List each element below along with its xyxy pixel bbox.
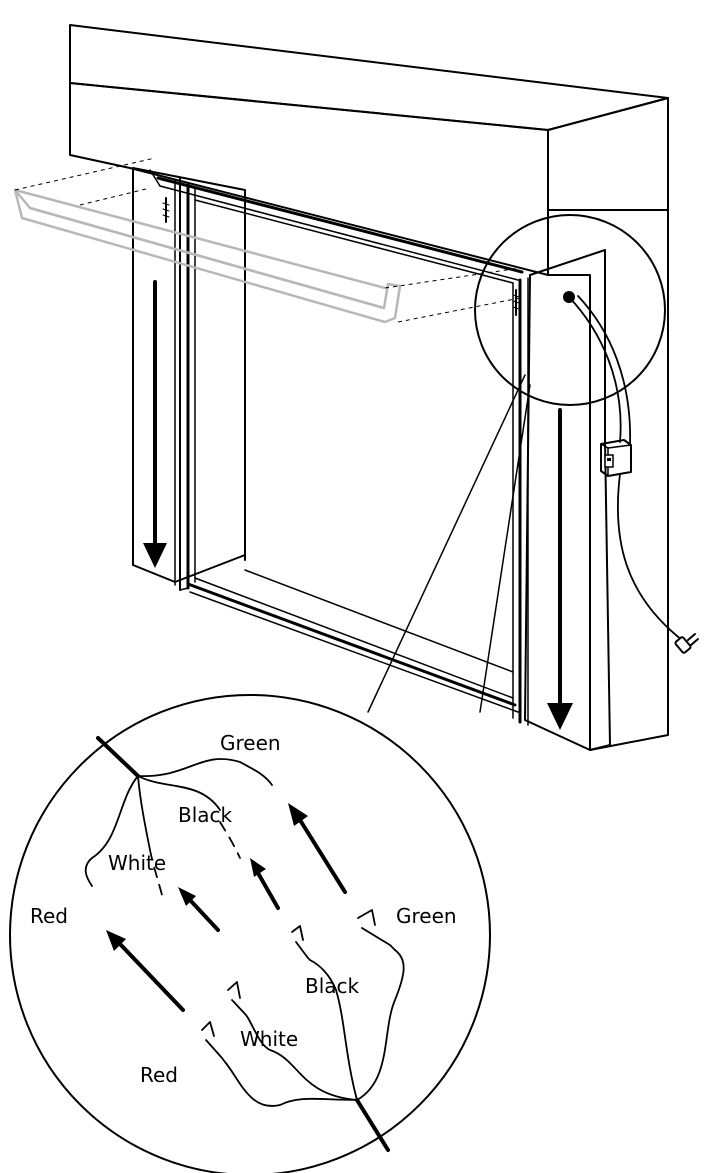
lower-wires (224, 949, 405, 1107)
detail-circle (9, 694, 491, 1173)
label-lower-white: White (240, 1027, 298, 1051)
label-upper-red: Red (30, 904, 68, 928)
cover-panel (13, 188, 402, 324)
conduit-lines (96, 736, 390, 1152)
arrow-icon (288, 803, 347, 894)
callout-circle (474, 214, 666, 406)
dashed-guides (14, 157, 521, 323)
label-upper-white: White (108, 851, 166, 875)
screw-left (162, 197, 170, 223)
header-housing (69, 24, 669, 751)
arrow-icon (178, 887, 220, 932)
left-wall (132, 167, 246, 591)
upper-wires (84, 758, 273, 896)
door-frame (149, 169, 524, 713)
callout-leader-2 (479, 384, 531, 713)
label-lower-red: Red (140, 1063, 178, 1087)
wire-connectors (201, 909, 396, 1063)
label-lower-black: Black (305, 974, 360, 998)
label-upper-green: Green (220, 731, 281, 755)
arrow-icon (250, 858, 280, 910)
label-upper-black: Black (178, 803, 233, 827)
arrow-down-left-icon (143, 280, 167, 568)
arrow-down-right-icon (547, 408, 573, 730)
screw-right (512, 289, 520, 316)
power-cord (563, 291, 683, 641)
plug-icon (674, 633, 699, 654)
switch-box-icon (600, 439, 632, 477)
right-wall (512, 249, 611, 751)
arrow-icon (106, 930, 185, 1012)
callout-leader-1 (367, 374, 526, 713)
label-lower-green: Green (396, 904, 457, 928)
